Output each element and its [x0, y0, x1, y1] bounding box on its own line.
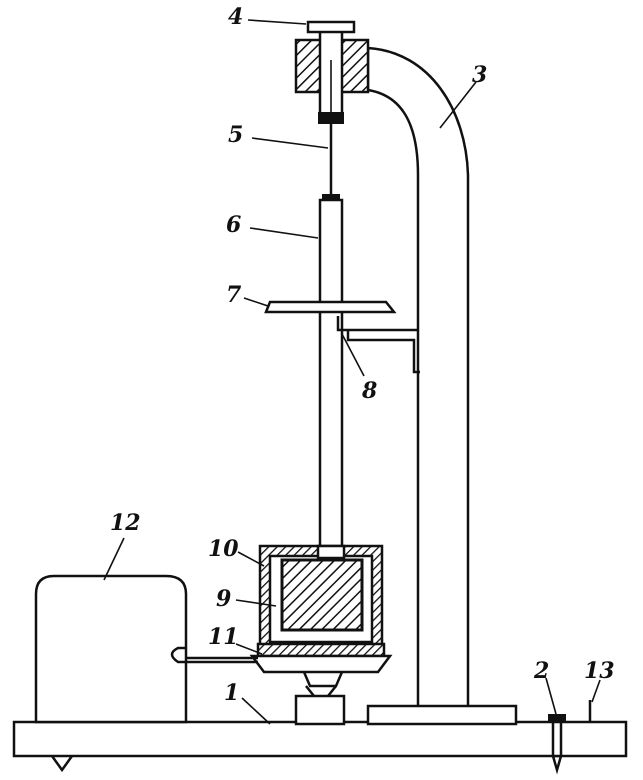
label-4: 4: [228, 4, 243, 30]
label-8: 8: [361, 378, 377, 404]
label-5: 5: [228, 122, 243, 148]
clamp-screw: [548, 714, 566, 775]
column-foot: [366, 704, 518, 726]
base-plate: [12, 720, 628, 773]
label-3: 3: [472, 62, 487, 88]
label-12: 12: [110, 510, 141, 536]
label-7: 7: [226, 282, 242, 308]
label-13: 13: [584, 658, 615, 684]
suspension-head: [294, 20, 370, 124]
label-9: 9: [216, 586, 231, 612]
sample-container: [258, 544, 384, 648]
label-1: 1: [224, 680, 239, 706]
leader-lines: [103, 19, 601, 725]
support-column: [366, 46, 470, 714]
sample-block: [280, 558, 364, 632]
pointer-bracket: [336, 316, 420, 374]
label-11: 11: [208, 624, 239, 650]
label-10: 10: [208, 536, 239, 562]
turntable: [249, 642, 393, 726]
motor-box: [34, 574, 258, 724]
label-2: 2: [533, 658, 549, 684]
label-6: 6: [226, 212, 241, 238]
damping-disk: [264, 300, 397, 314]
vertical-rod: [318, 194, 344, 556]
